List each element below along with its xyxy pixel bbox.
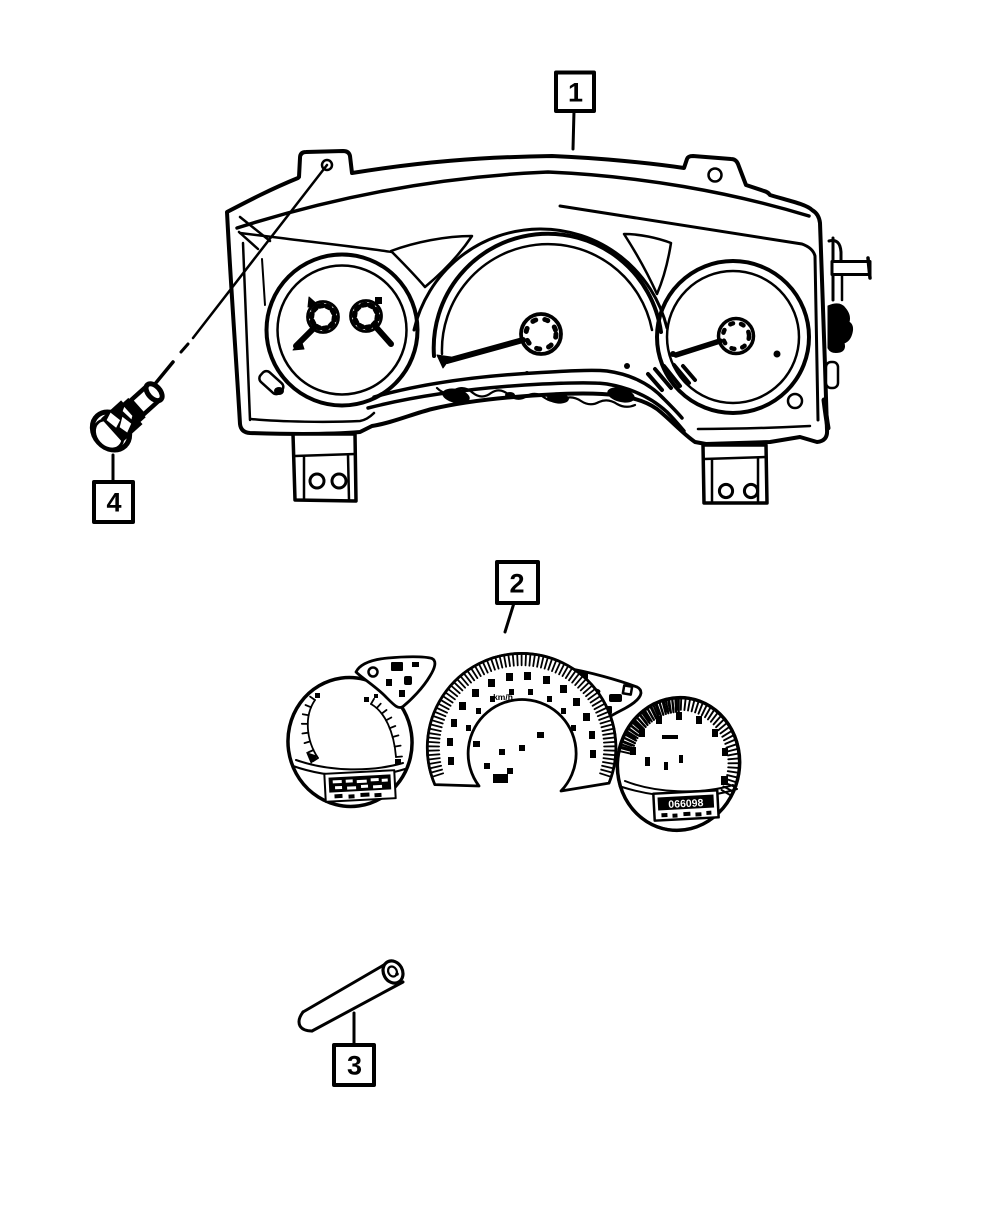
svg-text:3: 3 [347, 1051, 362, 1081]
svg-text:066098: 066098 [668, 797, 704, 811]
svg-text:km/h: km/h [493, 692, 513, 702]
svg-text:1: 1 [568, 78, 583, 108]
svg-text:2: 2 [509, 569, 524, 599]
svg-text:4: 4 [106, 488, 121, 518]
